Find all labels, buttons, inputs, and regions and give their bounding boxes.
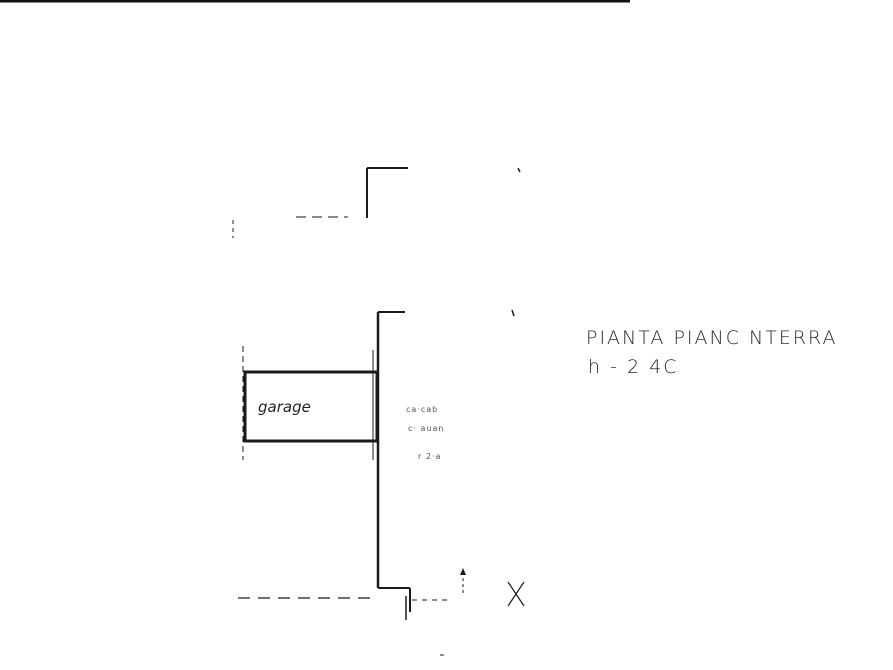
annotation-3: r 2·a bbox=[418, 452, 442, 461]
annotation-1: ca·cab bbox=[406, 405, 439, 414]
upper-wall bbox=[232, 167, 521, 238]
annotation-2: c· auan bbox=[408, 424, 445, 433]
plan-title: PIANTA PIANC NTERRA bbox=[586, 327, 838, 349]
garage-room bbox=[242, 346, 379, 460]
plan-height: h - 2 4C bbox=[588, 356, 679, 378]
room-label-garage: garage bbox=[258, 398, 311, 416]
bottom-dashed-line bbox=[238, 568, 525, 656]
main-wall bbox=[376, 309, 515, 620]
